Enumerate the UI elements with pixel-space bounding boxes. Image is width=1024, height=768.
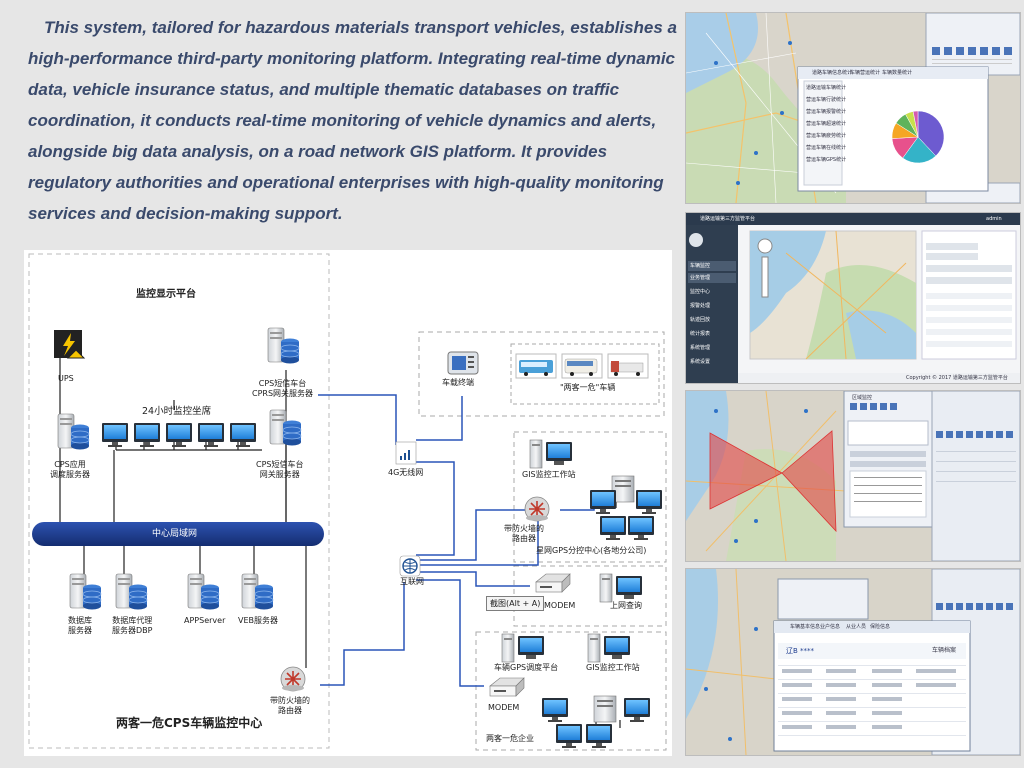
s2-footer: Copyright © 2017 道路运输第三方监管平台 [906, 375, 1008, 381]
screenshot-statistics: 道路车辆信息统计 车辆营运统计 车辆数量统计 道路运输车辆统计 营运车辆行驶统计… [685, 12, 1021, 204]
db-server-label: 数据库 服务器 [68, 616, 92, 635]
pie-slice [917, 110, 945, 157]
s2-menu-3[interactable]: 监控中心 [690, 289, 711, 295]
pie-slice [912, 110, 919, 138]
pie-slice [902, 136, 937, 164]
screenshot-tooltip: 截图(Alt + A) [486, 596, 545, 611]
branch-center-label: 星网GPS分控中心(各地分公司) [536, 546, 647, 555]
cps-sms-gprs-label: CPS短信车台 CPRS网关服务器 [252, 379, 314, 398]
web-server-label: VEB服务器 [238, 616, 279, 625]
vehicles-label: "两客一危"车辆 [560, 383, 616, 392]
modem2-label: MODEM [488, 703, 520, 712]
online-query-label: 上网查询 [610, 601, 642, 610]
ups-label: UPS [58, 374, 74, 383]
seats-label: 24小时监控坐席 [142, 406, 212, 417]
s1-menu-4[interactable]: 营运车辆超速统计 [806, 121, 847, 127]
screenshot-area-monitoring: 区域监控 [685, 390, 1021, 562]
enterprise-label: 两客一危企业 [486, 734, 534, 743]
lan-label: 中心局域网 [152, 529, 198, 539]
s1-menu-3[interactable]: 营运车辆报警统计 [806, 109, 847, 115]
s4-tab-4[interactable]: 保险信息 [870, 624, 891, 630]
s4-title: 辽B **** [786, 647, 815, 655]
app-server-label: APPServer [184, 616, 226, 625]
s1-menu-5[interactable]: 营运车辆疲劳统计 [806, 133, 847, 139]
screenshot-vehicle-record: 车辆基本信息 业户信息 从业人员 保险信息 辽B **** 车辆档案 [685, 568, 1021, 756]
s2-menu-1[interactable]: 车辆监控 [690, 263, 711, 269]
center-title: 两客一危CPS车辆监控中心 [116, 716, 263, 730]
diagram-canvas [28, 253, 667, 751]
s4-tab-1[interactable]: 车辆基本信息 [790, 624, 821, 630]
db-proxy-label: 数据库代理 服务器DBP [112, 616, 153, 635]
s1-menu-7[interactable]: 营运车辆GPS统计 [806, 157, 847, 163]
s1-menu-2[interactable]: 营运车辆行驶统计 [806, 97, 847, 103]
s1-tab-1[interactable]: 道路车辆信息统计 [812, 70, 853, 76]
s4-tab-2[interactable]: 业户信息 [820, 624, 841, 630]
s1-menu-1[interactable]: 道路运输车辆统计 [806, 85, 847, 91]
modem-label: MODEM [544, 601, 576, 610]
gis-station-label: GIS监控工作站 [522, 470, 576, 479]
s2-menu-6[interactable]: 统计报表 [690, 331, 711, 337]
cps-app-server-label: CPS应用 调度服务器 [50, 460, 90, 479]
s1-tab-3[interactable]: 车辆数量统计 [882, 70, 913, 76]
s2-menu-7[interactable]: 系统管理 [690, 345, 711, 351]
firewall-router-label: 带防火墙的 路由器 [270, 696, 310, 715]
platform-title: 监控显示平台 [136, 289, 196, 300]
s2-menu-4[interactable]: 报警处理 [690, 303, 711, 309]
gis-station2-label: GIS监控工作站 [586, 663, 640, 672]
cps-sms-gateway-label: CPS短信车台 网关服务器 [256, 460, 304, 479]
s2-menu-5[interactable]: 轨迹回放 [690, 317, 711, 323]
branch-router-label: 带防火墙的 路由器 [504, 524, 544, 543]
s1-menu-6[interactable]: 营运车辆在线统计 [806, 145, 847, 151]
wireless-label: 4G无线网 [388, 468, 424, 477]
terminal-label: 车载终端 [442, 378, 474, 387]
internet-label: 互联网 [400, 577, 424, 586]
s4-subtitle: 车辆档案 [932, 647, 957, 654]
s2-menu-8[interactable]: 系统设置 [690, 359, 711, 365]
s2-menu-2[interactable]: 业务管理 [690, 275, 711, 281]
vehicle-dispatch-label: 车辆GPS调度平台 [494, 663, 559, 672]
network-diagram: 监控显示平台 UPS CPS短信车台 CPRS网关服务器 24小时监控坐席 CP… [24, 250, 672, 756]
s1-tab-2[interactable]: 车辆营运统计 [850, 70, 881, 76]
intro-paragraph: This system, tailored for hazardous mate… [28, 18, 678, 223]
s3-caption: 区域监控 [852, 395, 873, 401]
s2-brand: 道路运输第三方监管平台 [700, 216, 756, 222]
screenshot-dashboard: 道路运输第三方监管平台 admin 车辆监控 业务管理 监控中心 报警处理 轨迹… [685, 212, 1021, 384]
s2-user[interactable]: admin [986, 216, 1002, 222]
s4-tab-3[interactable]: 从业人员 [846, 624, 867, 630]
